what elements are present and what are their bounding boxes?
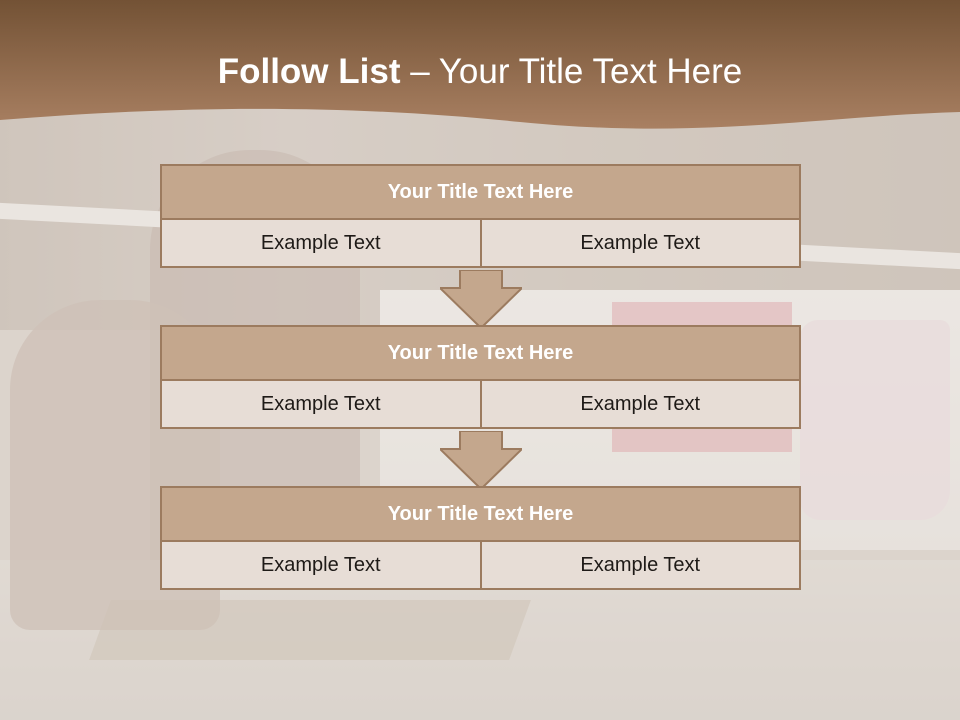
block-cell-left: Example Text bbox=[160, 218, 482, 268]
block-cell-right: Example Text bbox=[479, 379, 801, 429]
header-band: Follow List – Your Title Text Here bbox=[0, 0, 960, 140]
down-arrow-icon bbox=[440, 270, 522, 330]
slide-title-rest: – Your Title Text Here bbox=[400, 52, 743, 91]
block-cell-right: Example Text bbox=[479, 540, 801, 590]
block-row: Example Text Example Text bbox=[160, 540, 801, 590]
slide-title-bold: Follow List bbox=[217, 52, 401, 91]
block-cell-left: Example Text bbox=[160, 540, 482, 590]
block-title: Your Title Text Here bbox=[160, 486, 801, 542]
list-block-2: Your Title Text Here Example Text Exampl… bbox=[160, 325, 801, 429]
down-arrow-icon bbox=[440, 431, 522, 491]
block-row: Example Text Example Text bbox=[160, 379, 801, 429]
list-block-1: Your Title Text Here Example Text Exampl… bbox=[160, 164, 801, 268]
block-cell-left: Example Text bbox=[160, 379, 482, 429]
block-row: Example Text Example Text bbox=[160, 218, 801, 268]
block-cell-right: Example Text bbox=[479, 218, 801, 268]
block-title: Your Title Text Here bbox=[160, 164, 801, 220]
slide-title: Follow List – Your Title Text Here bbox=[0, 52, 960, 92]
list-block-3: Your Title Text Here Example Text Exampl… bbox=[160, 486, 801, 590]
block-title: Your Title Text Here bbox=[160, 325, 801, 381]
